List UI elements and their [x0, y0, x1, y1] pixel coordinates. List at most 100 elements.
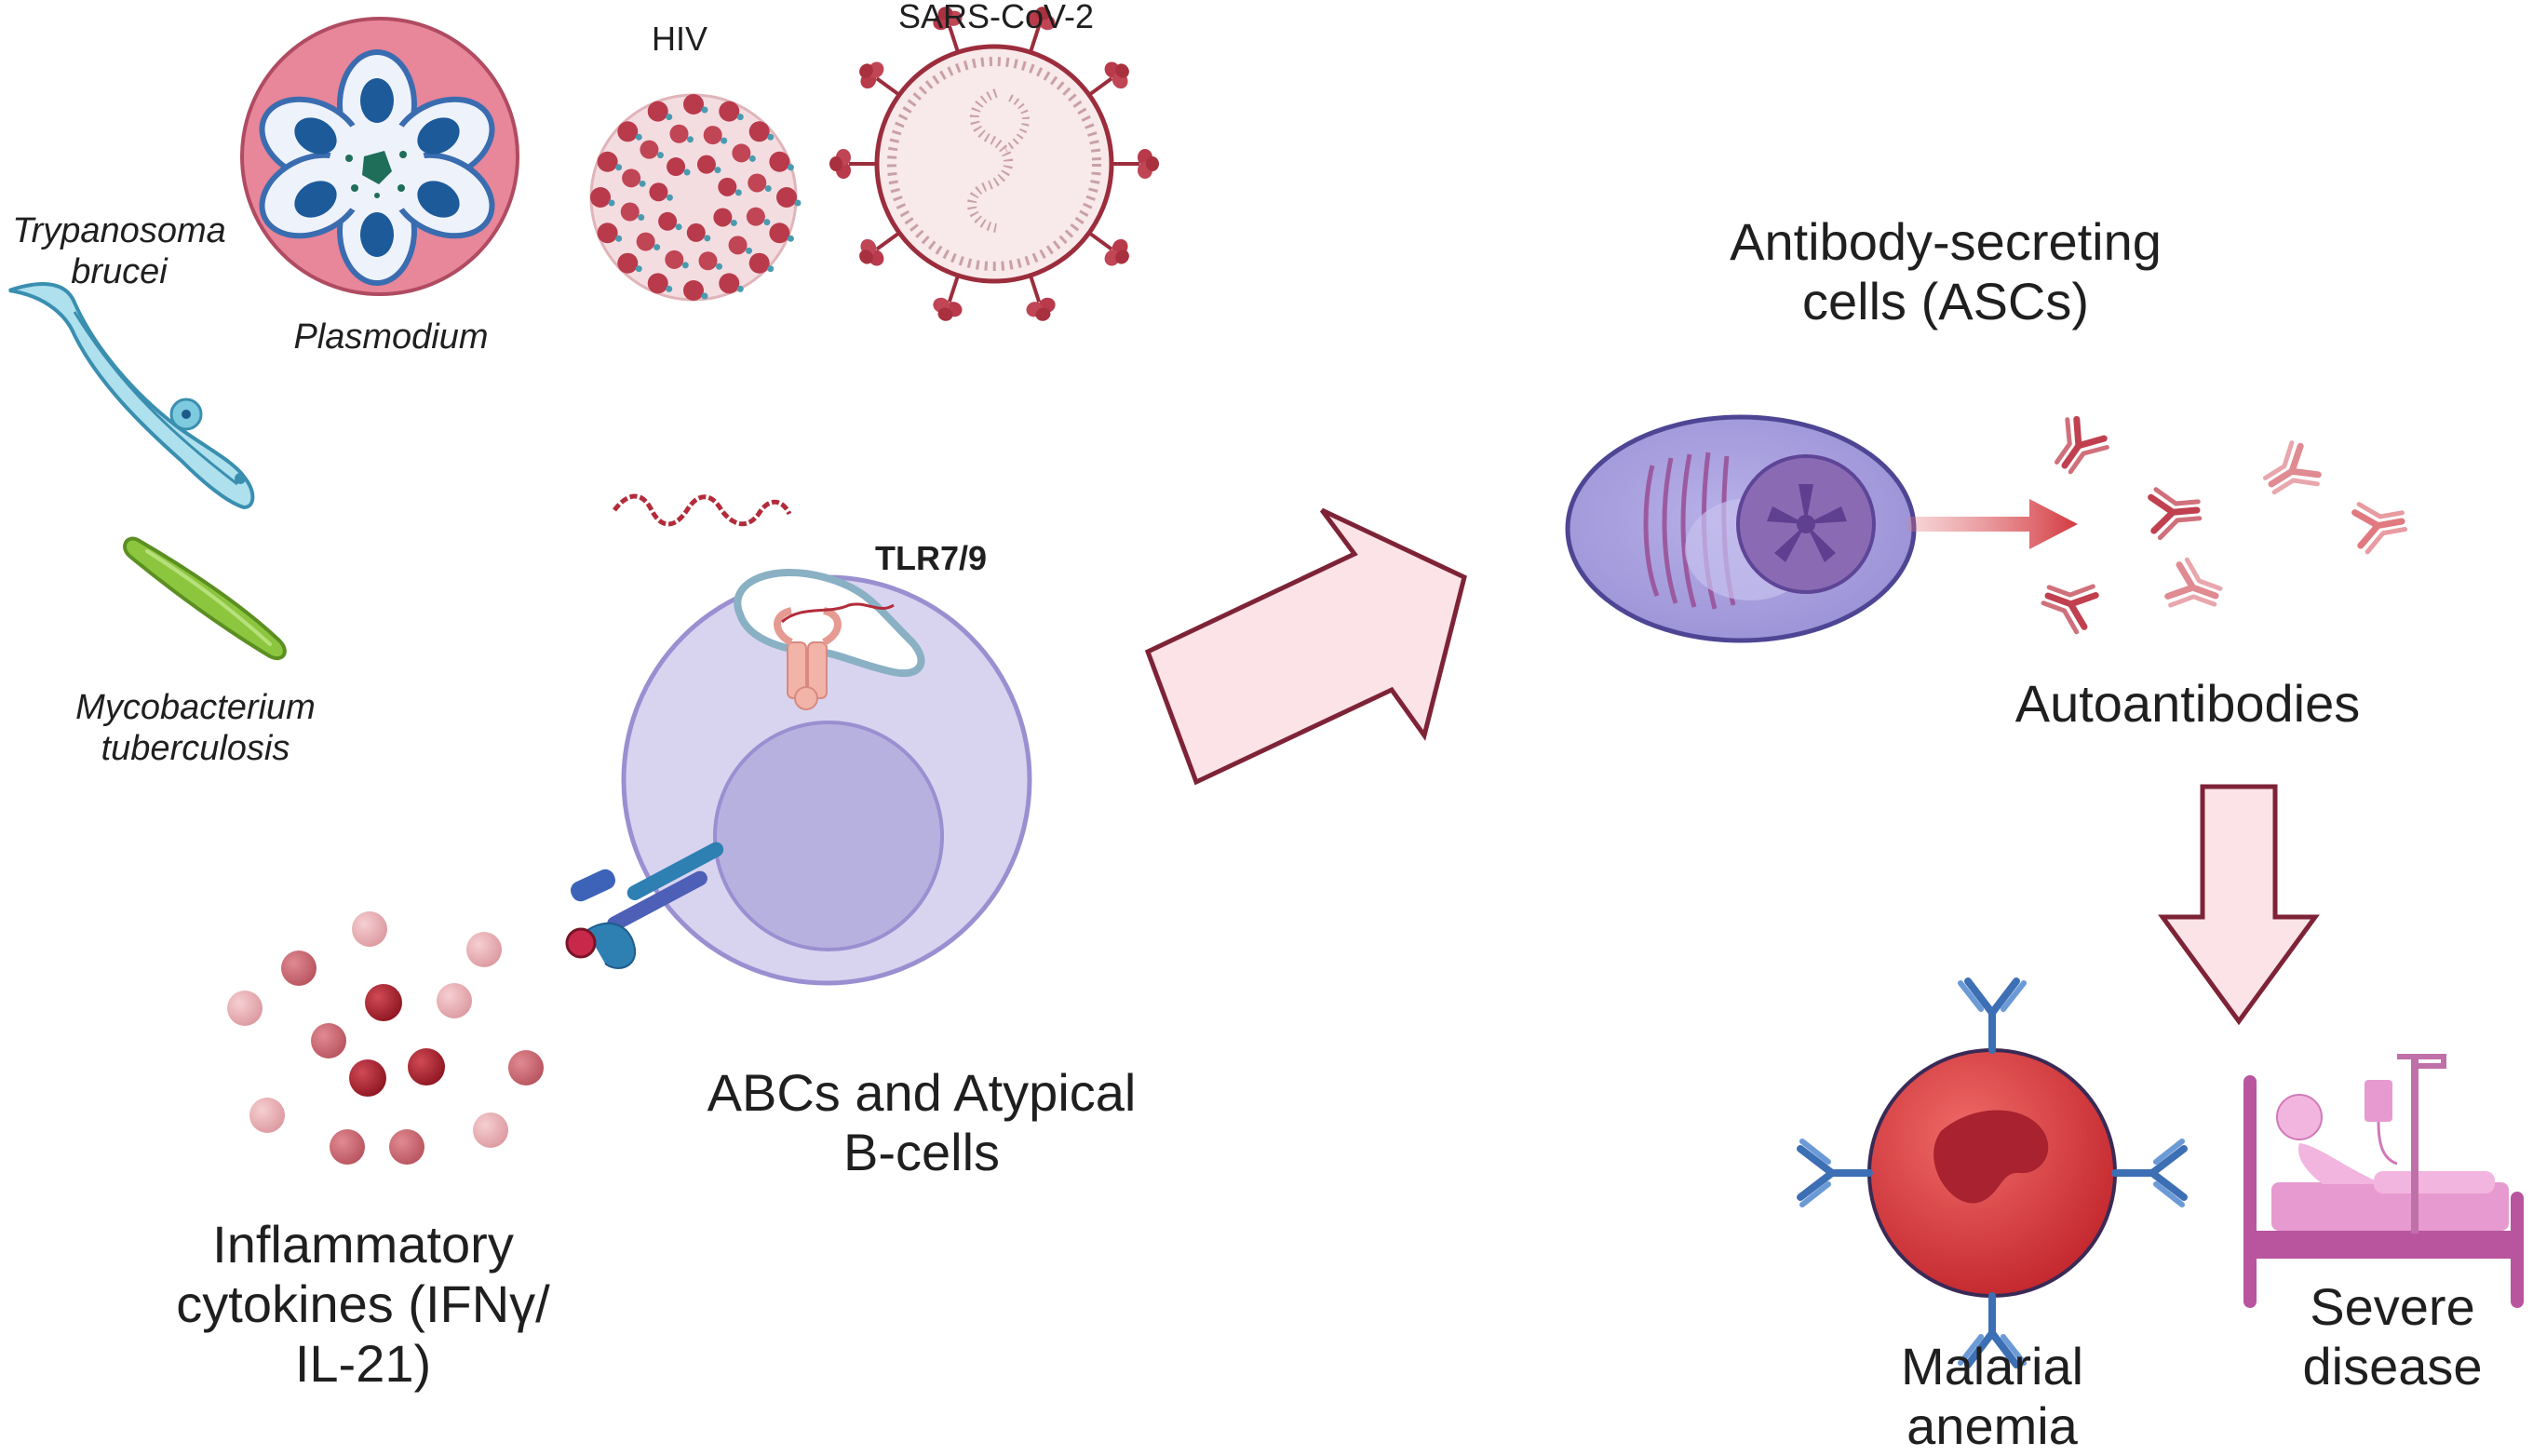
hiv-spike: [617, 121, 639, 142]
hiv-spike: [748, 121, 770, 142]
hiv-spike: [590, 187, 611, 208]
hiv-dot: [608, 199, 615, 207]
label-malarial-anemia: Malarial anemia: [1900, 1337, 2084, 1455]
hiv-dot: [721, 137, 728, 144]
hiv-dot: [767, 133, 775, 141]
mycobacterium-icon: [123, 536, 287, 660]
asc-icon: [1565, 414, 1917, 643]
hiv-dot: [666, 114, 673, 121]
plasmodium-icon: [240, 17, 519, 296]
hiv-spike: [696, 155, 716, 174]
label-tlr: TLR7/9: [875, 539, 988, 577]
hiv-dot: [746, 247, 753, 254]
hiv-spike: [665, 249, 684, 269]
nucleic-acid-icon: [613, 493, 792, 527]
hiv-spike: [686, 222, 706, 242]
hiv-dot: [701, 106, 708, 114]
hiv-dot: [763, 219, 771, 226]
hiv-spike: [698, 251, 718, 271]
label-plasmodium: Plasmodium: [293, 317, 489, 357]
outcome-arrow: [2158, 784, 2320, 1026]
hiv-spike: [683, 280, 704, 301]
hiv-dot: [635, 265, 642, 273]
hiv-dot: [736, 285, 744, 292]
hiv-spike: [647, 101, 668, 122]
hiv-dot: [638, 214, 645, 222]
label-bcells: ABCs and Atypical B-cells: [707, 1063, 1137, 1181]
hiv-dot: [730, 219, 737, 226]
sars-spike: [1110, 147, 1161, 181]
hiv-spike: [746, 207, 765, 226]
hiv-dot: [787, 235, 794, 242]
hiv-dot: [734, 189, 742, 196]
hiv-dot: [748, 155, 756, 162]
label-asc: Antibody-secreting cells (ASCs): [1730, 212, 2162, 330]
hiv-spike: [640, 140, 659, 159]
hiv-dot: [639, 180, 646, 187]
hiv-dot: [714, 167, 721, 174]
label-cytokines: Inflammatory cytokines (IFNγ/ IL-21): [176, 1215, 550, 1393]
hiv-dot: [716, 263, 723, 270]
hiv-spike: [713, 208, 733, 227]
hiv-spike: [719, 273, 740, 294]
hiv-spike: [776, 187, 797, 208]
hiv-dot: [615, 235, 623, 242]
hiv-spike: [620, 202, 640, 222]
hiv-spike: [748, 252, 770, 274]
hiv-spike: [617, 252, 639, 274]
hiv-dot: [666, 194, 673, 201]
sars-spike: [828, 147, 879, 181]
cytokines-icon: [227, 911, 544, 1165]
activation-arrow: [1144, 507, 1467, 786]
hiv-spike: [647, 273, 668, 294]
hiv-dot: [635, 133, 642, 141]
hiv-spike: [703, 126, 722, 145]
hiv-dot: [701, 292, 708, 300]
hiv-dot: [736, 114, 744, 121]
bcell-icon: [565, 568, 1032, 986]
rbc-anemia-icon: [1800, 981, 2184, 1365]
hiv-dot: [686, 136, 694, 143]
label-autoantibodies: Autoantibodies: [2014, 674, 2361, 733]
hiv-dot: [794, 199, 802, 207]
hiv-spike: [622, 169, 641, 188]
hiv-dot: [675, 223, 682, 231]
hiv-spike: [597, 222, 618, 244]
hiv-spike: [769, 151, 790, 172]
label-trypanosoma: Trypanosoma brucei: [12, 211, 226, 291]
label-severe-disease: Severe disease: [2302, 1277, 2483, 1395]
hiv-spike: [769, 222, 790, 244]
hiv-dot: [615, 164, 623, 171]
hiv-spike: [728, 236, 748, 255]
hiv-spike: [748, 173, 767, 193]
hiv-spike: [649, 182, 668, 202]
secretion-arrow: [1908, 499, 2078, 549]
hiv-dot: [764, 184, 772, 192]
hiv-spike: [719, 101, 740, 122]
label-hiv: HIV: [651, 20, 707, 58]
hospital-bed-icon: [2243, 1054, 2524, 1308]
label-mycobacterium: Mycobacterium tuberculosis: [75, 688, 316, 768]
hiv-spike: [667, 157, 686, 177]
label-sars-cov-2: SARS-CoV-2: [897, 0, 1095, 35]
hiv-spike: [658, 211, 678, 231]
hiv-dot: [666, 285, 673, 292]
hiv-spike: [683, 94, 704, 115]
hiv-spike: [718, 177, 737, 196]
hiv-dot: [704, 235, 711, 242]
hiv-spike: [636, 232, 655, 251]
hiv-dot: [653, 244, 661, 251]
trypanosoma-icon: [8, 282, 255, 510]
hiv-dot: [683, 169, 691, 176]
hiv-dot: [656, 152, 664, 159]
hiv-spike: [597, 151, 618, 172]
hiv-spike: [669, 124, 689, 143]
sars-cov-2-icon: [828, 0, 1161, 328]
hiv-dot: [787, 164, 794, 171]
hiv-spike: [732, 143, 751, 163]
autoantibodies-icon: [2038, 415, 2407, 634]
hiv-dot: [767, 265, 775, 273]
hiv-dot: [681, 262, 689, 269]
hiv-icon: [589, 93, 802, 302]
